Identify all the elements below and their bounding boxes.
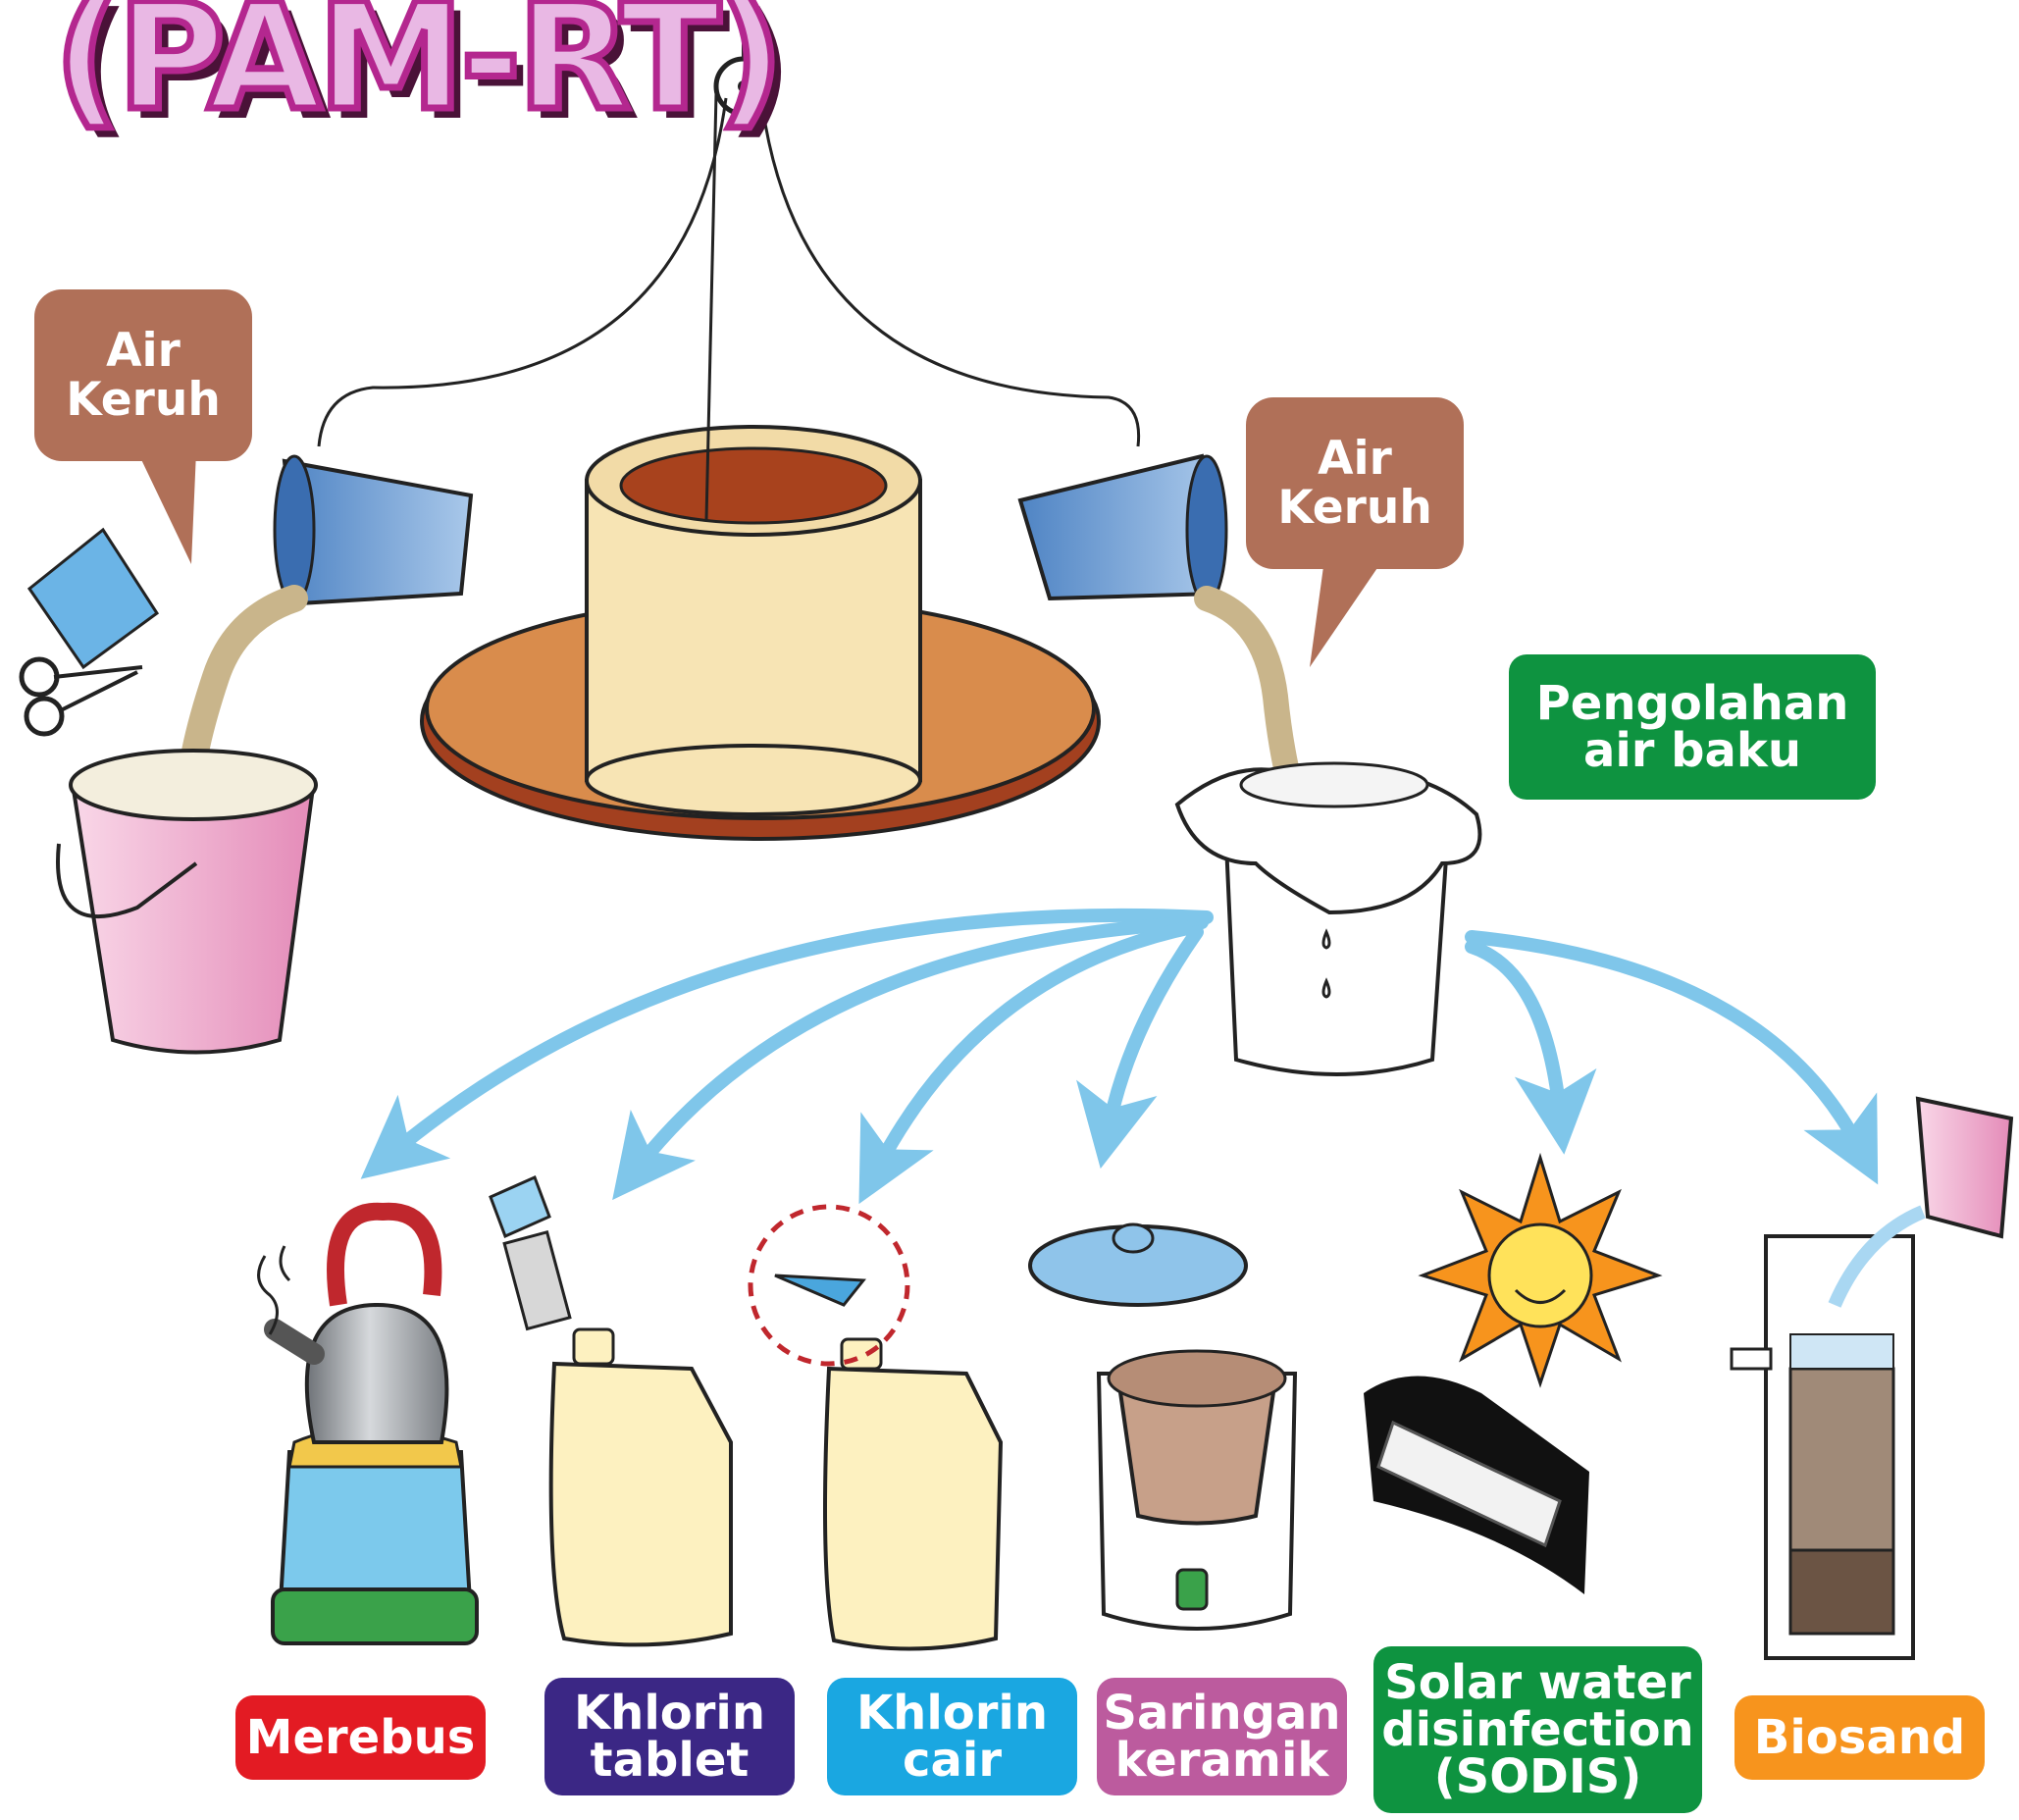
label-biosand: Biosand [1734, 1695, 1985, 1780]
label-saringan-keramik: Saringan keramik [1097, 1678, 1347, 1795]
arrow-to-khlorin-cair [878, 927, 1192, 1168]
speech-bubble-right-tail [1305, 559, 1393, 672]
khlorin-tablet-line2: tablet [591, 1737, 750, 1784]
jerrycan-tablet [491, 1177, 731, 1644]
biosand-filter [1732, 1099, 2011, 1658]
arrow-to-saringan-keramik [1109, 932, 1197, 1128]
pengolahan-line1: Pengolahan [1536, 680, 1849, 727]
arrow-to-biosand [1472, 937, 1859, 1148]
label-pengolahan-air-baku: Pengolahan air baku [1509, 654, 1876, 800]
label-khlorin-cair: Khlorin cair [827, 1678, 1077, 1795]
saringan-line2: keramik [1115, 1737, 1329, 1784]
ceramic-filter [1030, 1224, 1295, 1629]
label-khlorin-tablet: Khlorin tablet [544, 1678, 795, 1795]
sun-and-bottle [1364, 1158, 1658, 1594]
bubble-left-line2: Keruh [66, 376, 221, 425]
distribution-arrows [392, 915, 1859, 1168]
khlorin-cair-line2: cair [903, 1737, 1002, 1784]
khlorin-cair-line1: Khlorin [856, 1690, 1048, 1737]
pink-bucket [58, 751, 316, 1053]
label-merebus: Merebus [235, 1695, 486, 1780]
arrow-to-khlorin-tablet [638, 922, 1202, 1168]
khlorin-tablet-line1: Khlorin [574, 1690, 765, 1737]
saringan-line1: Saringan [1103, 1690, 1340, 1737]
cloth-filter-bucket [1177, 763, 1479, 1074]
bubble-right-line1: Air [1318, 435, 1392, 484]
bubble-left-line1: Air [106, 327, 181, 376]
sodis-line2: disinfection [1381, 1706, 1693, 1753]
arrow-to-sodis [1472, 947, 1560, 1114]
speech-bubble-right: Air Keruh [1246, 397, 1464, 569]
speech-bubble-left: Air Keruh [34, 289, 252, 461]
pengolahan-line2: air baku [1583, 727, 1801, 774]
kettle-on-stove [259, 1212, 477, 1643]
sodis-line1: Solar water [1384, 1659, 1691, 1706]
speech-bubble-left-tail [137, 451, 226, 569]
biosand-line1: Biosand [1754, 1714, 1966, 1761]
jerrycan-liquid [751, 1207, 1001, 1649]
merebus-line1: Merebus [246, 1714, 476, 1761]
bubble-right-line2: Keruh [1277, 484, 1432, 533]
page-title: (PAM-RT) [54, 0, 780, 143]
well-illustration [319, 22, 1139, 839]
label-sodis: Solar water disinfection (SODIS) [1373, 1646, 1702, 1813]
sodis-line3: (SODIS) [1434, 1753, 1642, 1800]
